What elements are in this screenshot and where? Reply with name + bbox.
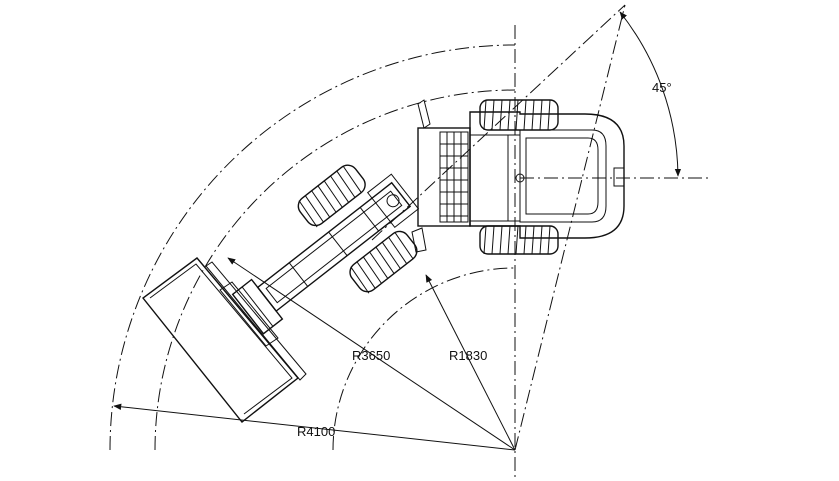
diagonal-45-centerline [514,4,626,451]
label-r3650: R3650 [352,348,390,363]
front-section [231,164,420,335]
front-wheel-left [297,164,366,228]
rear-wheel-top [479,99,559,131]
middle-arc-r3650 [154,89,516,451]
radius-line-r4100 [113,403,516,451]
radius-line-r3650 [227,257,516,451]
rear-frame [469,111,625,239]
label-angle-45: 45° [652,80,672,95]
label-r4100: R4100 [297,424,335,439]
radius-line-r1830 [425,274,516,451]
outer-arc-r4100 [109,44,516,451]
front-wheel-right [349,230,418,294]
angle-arc-45 [619,11,682,177]
front-frame [411,99,471,253]
diagonal-machine-axis [371,4,626,241]
rear-wheel-bottom [479,225,559,255]
inner-arc-r1830 [332,267,516,451]
bucket [142,257,307,423]
label-r1830: R1830 [449,348,487,363]
